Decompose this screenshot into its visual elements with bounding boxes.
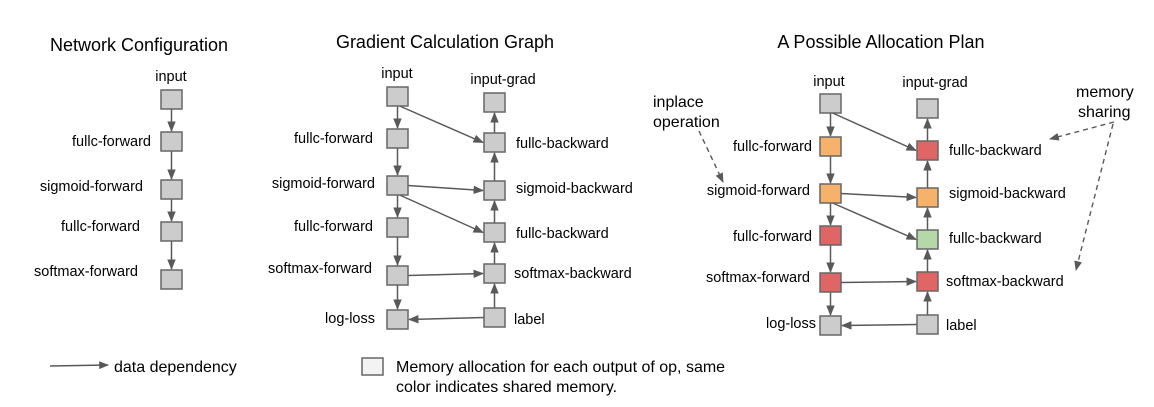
node-label-input: input	[813, 74, 844, 90]
edge-sig-to-sigb	[407, 184, 485, 195]
node-box-fcb1	[483, 132, 506, 153]
node-box-fc1	[386, 128, 409, 149]
node-label-smb: softmax-backward	[946, 274, 1064, 290]
edge-label-to-loss	[840, 321, 918, 330]
legend-box-label-line2: color indicates shared memory.	[396, 379, 617, 396]
node-box-label	[483, 307, 506, 328]
node-box-sig	[819, 183, 842, 204]
memory-sharing-label-line2: sharing	[1078, 104, 1130, 121]
inplace-dashed-arrow	[698, 130, 724, 183]
labels-layer: input fullc-forward sigmoid-forward fullc-f…	[34, 66, 1066, 334]
node-box-fc2	[160, 221, 183, 242]
node-label-loss: log-loss	[325, 311, 375, 327]
node-label-fcb2: fullc-backward	[949, 231, 1042, 247]
node-box-smb	[916, 271, 939, 292]
node-box-input	[819, 93, 842, 114]
node-label-sm: softmax-forward	[706, 270, 810, 286]
panel-title-gradient-graph: Gradient Calculation Graph	[336, 32, 554, 52]
node-box-sm	[386, 265, 409, 286]
node-box-fc1	[819, 136, 842, 157]
legend: data dependency Memory allocation for ea…	[49, 357, 725, 396]
node-box-fcb1	[916, 140, 939, 161]
node-label-igrad: input-grad	[902, 75, 967, 91]
node-label-sig: sigmoid-forward	[707, 183, 810, 199]
node-box-sigb	[483, 180, 506, 201]
node-label-fc1: fullc-forward	[294, 131, 373, 147]
node-box-label	[916, 314, 939, 335]
edge-sig-to-fcb2	[399, 194, 484, 234]
node-label-label: label	[946, 318, 977, 334]
node-box-igrad	[916, 98, 939, 119]
legend-box-icon	[361, 357, 384, 376]
node-label-input: input	[381, 66, 412, 82]
edges-layer	[167, 105, 932, 330]
panel-title-allocation-plan: A Possible Allocation Plan	[777, 32, 984, 52]
node-box-sig	[386, 175, 409, 196]
node-label-sm: softmax-forward	[34, 264, 138, 280]
node-box-loss	[386, 309, 409, 330]
node-label-smb: softmax-backward	[514, 266, 632, 282]
node-label-fcb2: fullc-backward	[516, 226, 609, 242]
node-label-fcb1: fullc-backward	[949, 143, 1042, 159]
legend-box-label-line1: Memory allocation for each output of op,…	[396, 359, 725, 376]
node-label-fc2: fullc-forward	[61, 219, 140, 235]
node-box-input	[386, 86, 409, 107]
node-box-igrad	[483, 92, 506, 113]
node-label-loss: log-loss	[766, 316, 816, 332]
node-box-fc2	[819, 225, 842, 246]
node-label-input: input	[155, 69, 186, 85]
node-label-sig: sigmoid-forward	[272, 176, 375, 192]
node-label-sigb: sigmoid-backward	[949, 186, 1066, 202]
node-box-loss	[819, 315, 842, 336]
legend-arrow-label: data dependency	[114, 359, 237, 376]
edge-sig-to-sigb	[840, 192, 918, 202]
inplace-annotation: inplace operation	[653, 94, 724, 183]
node-box-sm	[819, 272, 842, 293]
node-box-fc1	[160, 131, 183, 152]
edge-label-to-loss	[407, 315, 485, 324]
node-label-sig: sigmoid-forward	[40, 179, 143, 195]
panel-title-network-configuration: Network Configuration	[50, 35, 228, 55]
node-box-sig	[160, 179, 183, 200]
memory-sharing-annotation: memory sharing	[1049, 84, 1134, 271]
node-label-sm: softmax-forward	[268, 261, 372, 277]
node-label-fc2: fullc-forward	[294, 219, 373, 235]
edge-sm-to-smb	[840, 277, 918, 286]
legend-arrow-icon	[49, 361, 109, 370]
node-label-sigb: sigmoid-backward	[516, 181, 633, 197]
edge-input-to-fcb1	[832, 112, 917, 152]
node-box-fc2	[386, 217, 409, 238]
node-label-label: label	[514, 312, 545, 328]
node-label-igrad: input-grad	[470, 72, 535, 88]
memory-sharing-label-line1: memory	[1076, 84, 1134, 101]
node-box-fcb2	[483, 222, 506, 243]
memory-sharing-arrow-softmax-backward	[1074, 123, 1114, 271]
memory-sharing-arrow-fullc-backward	[1049, 121, 1115, 141]
node-label-fc1: fullc-forward	[72, 134, 151, 150]
node-box-sigb	[916, 187, 939, 208]
node-box-input	[160, 89, 183, 110]
node-label-fcb1: fullc-backward	[516, 136, 609, 152]
inplace-label-line2: operation	[653, 114, 720, 131]
edge-sm-to-smb	[407, 269, 485, 278]
edge-input-to-fcb1	[399, 105, 484, 144]
node-box-fcb2	[916, 229, 939, 250]
node-label-fc2: fullc-forward	[733, 229, 812, 245]
nodes-layer	[160, 86, 939, 336]
inplace-label-line1: inplace	[653, 94, 704, 111]
node-label-fc1: fullc-forward	[733, 139, 812, 155]
node-box-smb	[483, 263, 506, 284]
edge-sig-to-fcb2	[832, 202, 917, 241]
node-box-sm	[160, 269, 183, 290]
